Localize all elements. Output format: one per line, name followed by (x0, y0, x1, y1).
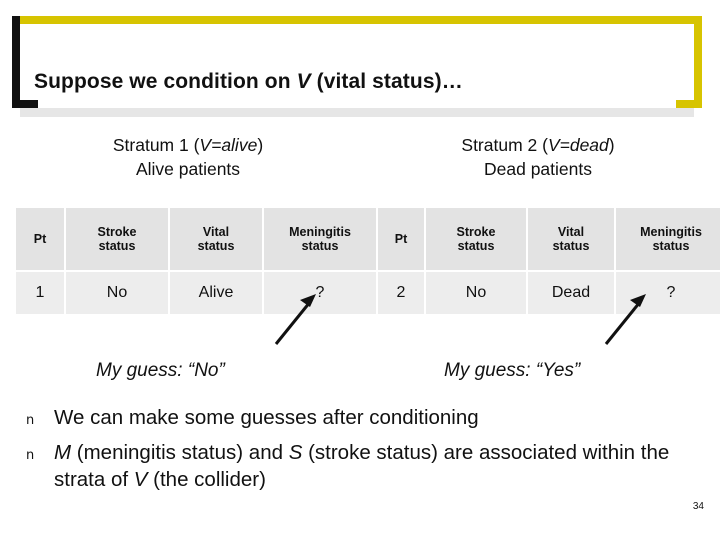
decorative-right-bracket-foot (676, 100, 702, 108)
column-header-stroke-line2: status (457, 239, 495, 253)
bullet-variable-m: M (54, 441, 72, 464)
bullet-list: n We can make some guesses after conditi… (22, 404, 702, 494)
column-header-stroke-status: Stroke status (424, 206, 528, 272)
title-underline (20, 108, 694, 117)
column-header-stroke-line1: Stroke (97, 224, 137, 239)
column-header-meningitis-status: Meningitis status (614, 206, 720, 272)
list-item: n M (meningitis status) and S (stroke st… (22, 439, 702, 493)
bullet-text: We can make some guesses after condition… (54, 406, 479, 429)
page-title-pre: Suppose we condition on (34, 70, 297, 93)
column-header-meningitis-line1: Meningitis (289, 224, 351, 239)
column-header-meningitis-line2: status (301, 239, 339, 253)
stratum-2-table: Pt Stroke status Vital status Meningitis… (376, 206, 720, 316)
column-header-meningitis-status: Meningitis status (262, 206, 378, 272)
page-number: 34 (692, 501, 704, 512)
table-header-row: Pt Stroke status Vital status Meningitis… (14, 206, 378, 272)
stratum-1-heading-line1: Stratum 1 (V=alive) (18, 133, 358, 157)
page-title-variable: V (296, 70, 311, 93)
stratum-2-heading-condition: V=dead (547, 135, 609, 155)
bullet-text: M (meningitis status) and S (stroke stat… (54, 439, 702, 493)
decorative-top-bar (12, 16, 702, 24)
cell-vital-status: Dead (526, 270, 616, 316)
column-header-pt: Pt (14, 206, 66, 272)
stratum-1-table: Pt Stroke status Vital status Meningitis… (14, 206, 378, 316)
decorative-right-bracket (694, 16, 702, 108)
stratum-2-heading-post: ) (608, 135, 615, 155)
stratum-2-heading-pre: Stratum 2 ( (461, 135, 548, 155)
bullet-marker-icon: n (26, 413, 35, 428)
cell-meningitis-status: ? (614, 270, 720, 316)
stratum-2-heading: Stratum 2 (V=dead) Dead patients (372, 133, 704, 181)
column-header-vital-line1: Vital (557, 224, 585, 239)
cell-stroke-status: No (424, 270, 528, 316)
cell-vital-status: Alive (168, 270, 264, 316)
bullet-text-seg2: (stroke status) are associated within th… (54, 441, 670, 492)
column-header-meningitis-line2: status (652, 239, 690, 253)
column-header-pt: Pt (376, 206, 426, 272)
column-header-vital-status: Vital status (526, 206, 616, 272)
bullet-marker-icon: n (26, 448, 35, 463)
bullet-text-seg1: (meningitis status) and (71, 441, 289, 464)
column-header-meningitis-line1: Meningitis (640, 224, 702, 239)
stratum-1-heading-condition: V=alive (199, 135, 258, 155)
cell-pt: 1 (14, 270, 66, 316)
cell-stroke-status: No (64, 270, 170, 316)
page-title: Suppose we condition on V (vital status)… (34, 70, 694, 94)
stratum-1-heading: Stratum 1 (V=alive) Alive patients (18, 133, 358, 181)
stratum-1-heading-post: ) (257, 135, 264, 155)
page-title-post: (vital status)… (310, 70, 463, 93)
stratum-1-heading-pre: Stratum 1 ( (112, 135, 200, 155)
column-header-vital-line2: status (552, 239, 590, 253)
cell-pt: 2 (376, 270, 426, 316)
column-header-stroke-line1: Stroke (456, 224, 496, 239)
column-header-vital-status: Vital status (168, 206, 264, 272)
stratum-2-heading-line2: Dead patients (484, 159, 592, 180)
decorative-left-bracket-foot (12, 100, 38, 108)
column-header-vital-line1: Vital (202, 224, 230, 239)
bullet-variable-s: S (288, 441, 303, 464)
column-header-vital-line2: status (197, 239, 235, 253)
list-item: n We can make some guesses after conditi… (22, 404, 702, 438)
stratum-2-guess: My guess: “Yes” (444, 360, 581, 381)
table-row: 2 No Dead ? (376, 270, 720, 316)
stratum-2-heading-line1: Stratum 2 (V=dead) (372, 133, 704, 157)
cell-meningitis-status: ? (262, 270, 378, 316)
table-header-row: Pt Stroke status Vital status Meningitis… (376, 206, 720, 272)
bullet-text-seg3: (the collider) (147, 468, 266, 492)
stratum-1-heading-line2: Alive patients (135, 159, 241, 180)
decorative-left-bracket (12, 16, 20, 108)
column-header-stroke-line2: status (98, 239, 136, 253)
stratum-1-guess: My guess: “No” (96, 360, 225, 381)
column-header-stroke-status: Stroke status (64, 206, 170, 272)
table-row: 1 No Alive ? (14, 270, 378, 316)
bullet-variable-v: V (133, 468, 148, 492)
